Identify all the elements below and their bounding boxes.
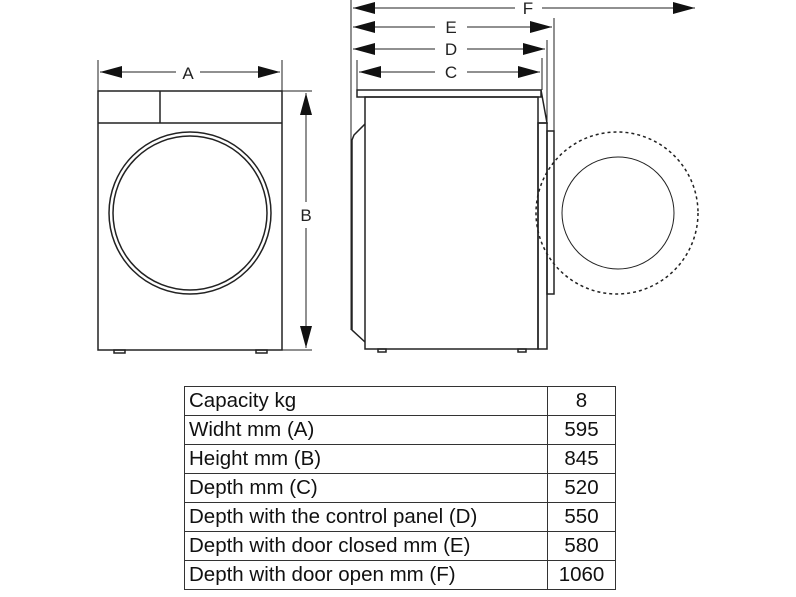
- door-closed: [546, 130, 555, 295]
- foot: [517, 348, 527, 353]
- spec-value: 580: [547, 531, 616, 561]
- spec-value: 845: [547, 444, 616, 474]
- spec-value: 550: [547, 502, 616, 532]
- spec-label: Widht mm (A): [184, 415, 548, 445]
- door-inner-ring: [112, 135, 268, 291]
- spec-value: 8: [547, 386, 616, 416]
- label-e: E: [445, 18, 456, 37]
- label-b: B: [300, 206, 311, 225]
- spec-label: Depth with door closed mm (E): [184, 531, 548, 561]
- label-d: D: [445, 40, 457, 59]
- spec-label: Depth mm (C): [184, 473, 548, 503]
- table-row: Depth with door open mm (F)1060: [184, 560, 616, 590]
- side-view: [350, 0, 699, 353]
- table-row: Widht mm (A)595: [184, 415, 616, 445]
- spec-label: Depth with door open mm (F): [184, 560, 548, 590]
- label-c: C: [445, 63, 457, 82]
- spec-value: 595: [547, 415, 616, 445]
- foot: [113, 349, 126, 354]
- spec-value: 520: [547, 473, 616, 503]
- dimension-diagram: A B F E D C: [97, 0, 699, 354]
- spec-label: Depth with the control panel (D): [184, 502, 548, 532]
- control-panel-slant: [538, 89, 548, 124]
- door-outer-ring: [108, 131, 272, 295]
- appliance-body-front: [97, 90, 283, 351]
- table-row: Depth with the control panel (D)550: [184, 502, 616, 532]
- rear-bulge: [351, 123, 366, 343]
- table-row: Depth with door closed mm (E)580: [184, 531, 616, 561]
- top-lid: [356, 89, 542, 98]
- spec-label: Height mm (B): [184, 444, 548, 474]
- table-row: Depth mm (C)520: [184, 473, 616, 503]
- spec-label: Capacity kg: [184, 386, 548, 416]
- spec-value: 1060: [547, 560, 616, 590]
- front-view: [97, 60, 312, 354]
- foot: [377, 348, 387, 353]
- appliance-body-side: [364, 96, 539, 350]
- label-f: F: [523, 0, 533, 18]
- table-row: Height mm (B)845: [184, 444, 616, 474]
- door-open-glass: [561, 156, 675, 270]
- door-open-outline: [535, 131, 699, 295]
- label-a: A: [182, 64, 194, 83]
- foot: [255, 349, 268, 354]
